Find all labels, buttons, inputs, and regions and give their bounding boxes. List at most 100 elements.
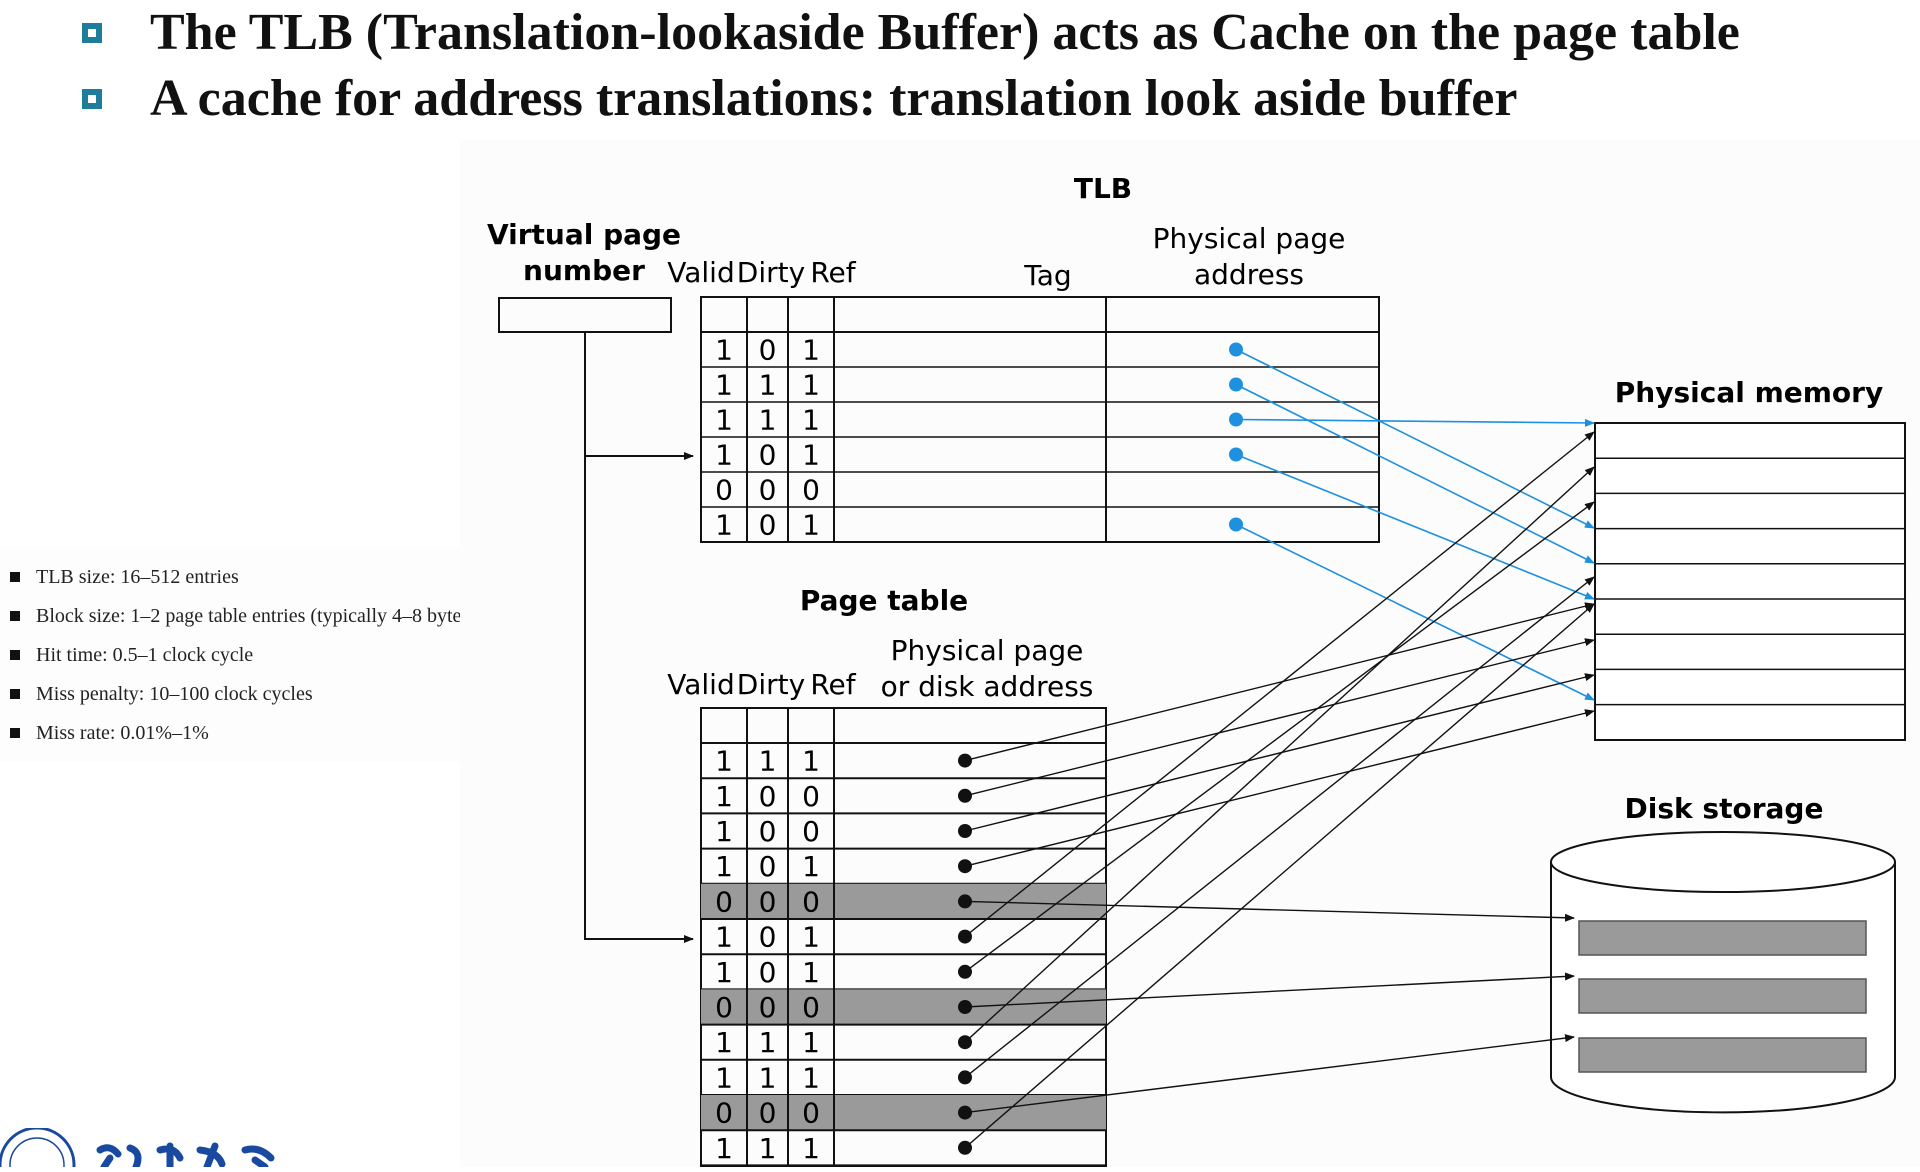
tlb-to-memory-arrow (1235, 348, 1595, 529)
tlb-to-memory-arrow (1235, 523, 1595, 701)
tlb-cell: 1 (802, 509, 820, 542)
page-table-cell: 1 (802, 921, 820, 954)
page-table-to-disk-arrow (964, 1034, 1575, 1114)
page-table-cell: 0 (759, 885, 777, 918)
disk-storage-label: Disk storage (1625, 792, 1824, 825)
page-table-to-memory-arrow (964, 673, 1595, 832)
slide-bullets: The TLB (Translation-lookaside Buffer) a… (0, 0, 1920, 130)
page-table-title: Page table (800, 584, 968, 617)
pt-phys-label-line2: or disk address (881, 670, 1094, 703)
page-table-cell: 1 (715, 956, 733, 989)
page-table-to-memory-arrow (964, 603, 1595, 1149)
diagram-canvas: TLB Virtual page number Valid Dirty Ref … (487, 172, 1906, 1168)
disk-block (1578, 1037, 1867, 1073)
tlb-cell: 1 (715, 334, 733, 367)
page-table-cell: 1 (715, 850, 733, 883)
tlb-title: TLB (1074, 172, 1132, 205)
tlb-cell: 1 (715, 509, 733, 542)
page-table-to-memory-arrow (964, 709, 1595, 867)
bullet-item: The TLB (Translation-lookaside Buffer) a… (82, 0, 1740, 66)
physical-memory (1594, 422, 1906, 741)
page-table-cell: 0 (802, 780, 820, 813)
page-table-cell: 1 (802, 850, 820, 883)
tlb-cell: 0 (759, 509, 777, 542)
page-table-cell: 1 (715, 745, 733, 778)
tlb-phys-label-line1: Physical page (1153, 222, 1346, 255)
page-table-cell: 0 (759, 991, 777, 1024)
page-table-cell: 0 (759, 850, 777, 883)
page-table-to-memory-arrow (964, 501, 1595, 973)
square-bullet-icon (10, 689, 20, 699)
stat-item: Miss rate: 0.01%–1% (10, 718, 209, 748)
stat-item: Block size: 1–2 page table entries (typi… (10, 601, 518, 631)
page-table-cell: 0 (715, 885, 733, 918)
stat-item: TLB size: 16–512 entries (10, 562, 239, 592)
page-table-cell: 0 (802, 991, 820, 1024)
tlb-cell: 0 (759, 439, 777, 472)
page-table-cell: 1 (715, 815, 733, 848)
page-table-cell: 1 (715, 921, 733, 954)
stat-text: Hit time: 0.5–1 clock cycle (36, 643, 254, 666)
physical-memory-label: Physical memory (1615, 376, 1883, 409)
pt-col-ref: Ref (810, 668, 856, 701)
page-table-cell: 1 (802, 745, 820, 778)
stat-text: Block size: 1–2 page table entries (typi… (36, 604, 518, 627)
page-table-to-memory-arrow (964, 431, 1595, 938)
tlb-cell: 0 (759, 474, 777, 507)
tlb-cell: 1 (802, 404, 820, 437)
virtual-page-label-line2: number (523, 254, 645, 287)
page-table-cell: 1 (759, 1026, 777, 1059)
bullet-text: The TLB (Translation-lookaside Buffer) a… (150, 4, 1740, 61)
disk-cylinder-top (1550, 831, 1896, 893)
square-bullet-icon (10, 728, 20, 738)
pt-col-valid: Valid (667, 668, 734, 701)
tlb-cell: 1 (759, 404, 777, 437)
page-table-cell: 1 (759, 745, 777, 778)
page-table-cell: 0 (759, 1097, 777, 1130)
page-table-to-memory-arrow (964, 576, 1595, 1078)
vpn-to-page-table-line (584, 332, 694, 943)
disk-block (1578, 920, 1867, 956)
page-table-cell: 0 (759, 780, 777, 813)
tlb-to-memory-arrow (1235, 418, 1595, 427)
bullet-text: A cache for address translations: transl… (150, 70, 1518, 127)
tlb-cell: 1 (759, 369, 777, 402)
page-table-cell: 0 (802, 885, 820, 918)
page-table-cell: 1 (715, 1061, 733, 1094)
disk-block (1578, 978, 1867, 1014)
tlb-col-dirty: Dirty (737, 256, 805, 289)
square-bullet-icon (82, 23, 102, 43)
page-table-cell: 1 (715, 780, 733, 813)
square-bullet-icon (10, 650, 20, 660)
page-table-cell: 1 (715, 1026, 733, 1059)
page-table-to-memory-arrow (964, 466, 1595, 1043)
university-wordmark-icon (96, 1142, 275, 1167)
stat-item: Miss penalty: 10–100 clock cycles (10, 679, 313, 709)
virtual-page-label-line1: Virtual page (487, 218, 681, 251)
tlb-cell: 0 (759, 334, 777, 367)
page-table-cell: 1 (802, 1026, 820, 1059)
page-table-cell: 1 (802, 956, 820, 989)
tlb-stats-list: TLB size: 16–512 entries Block size: 1–2… (0, 548, 518, 762)
tlb-phys-label-line2: address (1194, 258, 1304, 291)
page-table-cell: 0 (802, 815, 820, 848)
university-logo (0, 1128, 275, 1167)
tlb-cell: 1 (715, 404, 733, 437)
page-table-cell: 0 (759, 815, 777, 848)
page-table-to-disk-arrow (964, 900, 1575, 922)
page-table-cell: 1 (802, 1061, 820, 1094)
square-bullet-icon (82, 89, 102, 109)
square-bullet-icon (10, 611, 20, 621)
page-table-cell: 1 (715, 1132, 733, 1165)
stat-text: TLB size: 16–512 entries (36, 565, 239, 588)
invalid-row-shading (701, 883, 1106, 919)
tlb-page-table-diagram: TLB Virtual page number Valid Dirty Ref … (460, 140, 1920, 1168)
tlb-cell: 0 (715, 474, 733, 507)
page-table-cell: 0 (759, 956, 777, 989)
page-table-cell: 0 (802, 1097, 820, 1130)
tlb-to-memory-arrow (1235, 453, 1595, 600)
page-table-to-memory-arrow (964, 638, 1595, 797)
invalid-row-shading (701, 1095, 1106, 1131)
